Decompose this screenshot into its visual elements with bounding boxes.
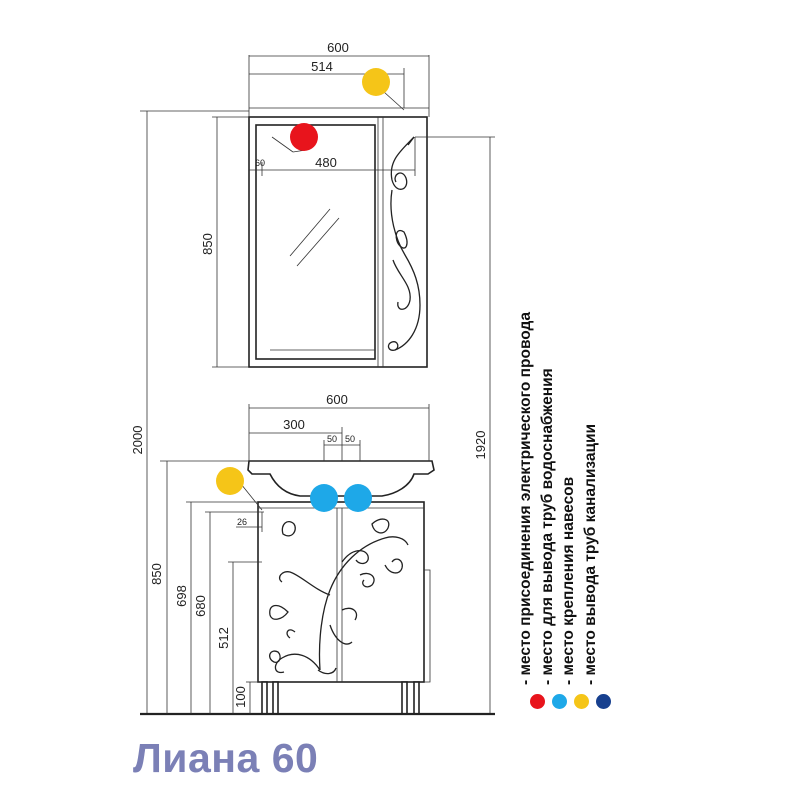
vanity-body <box>257 501 425 683</box>
water-marker-dot <box>310 484 338 512</box>
dim-pipe-offset-right: 50 <box>345 434 355 444</box>
connection-markers <box>216 68 390 512</box>
water-marker-dot <box>344 484 372 512</box>
vanity-leg <box>413 681 420 715</box>
navy-dot-icon <box>596 694 611 709</box>
dim-mirror-width-514: 514 <box>311 59 333 74</box>
mirror-panel <box>255 124 376 360</box>
legend-label-water: - место для вывода труб водоснабжения <box>538 368 556 685</box>
legend-label-electric: - место присоединения электрического про… <box>517 312 534 685</box>
dim-mirror-width-480: 480 <box>315 155 337 170</box>
vanity-dimensions: 600 300 50 50 850 698 680 512 100 26 <box>149 392 430 714</box>
mount-marker-dot <box>216 467 244 495</box>
dim-vanity-width-600: 600 <box>326 392 348 407</box>
dim-vanity-height-698: 698 <box>174 585 189 607</box>
mirror-vine-ornament <box>387 136 421 351</box>
dim-mirror-offset-60: 60 <box>255 158 265 168</box>
vanity-vine-ornament <box>269 518 409 675</box>
cyan-dot-icon <box>552 694 567 709</box>
dim-vanity-offset-26: 26 <box>237 517 247 527</box>
mirror-cabinet <box>248 107 430 368</box>
glare-line <box>296 217 340 267</box>
total-height-dimensions: 2000 1920 <box>130 110 495 713</box>
washbasin <box>247 460 435 497</box>
dim-vanity-leg-100: 100 <box>233 686 248 708</box>
legend-label-drain: - место вывода труб канализации <box>581 423 599 685</box>
legend-label-mount: - место крепления навесов <box>560 476 577 685</box>
legend-text: - место присоединения электрического про… <box>515 145 665 685</box>
vanity-cabinet <box>140 460 495 716</box>
glare-line <box>289 208 331 257</box>
dim-vanity-height-680: 680 <box>193 595 208 617</box>
dim-vanity-height-850: 850 <box>149 563 164 585</box>
vanity-leg <box>272 681 279 715</box>
dim-total-height-2000: 2000 <box>130 426 145 455</box>
dim-pipe-offset-left: 50 <box>327 434 337 444</box>
electric-marker-dot <box>290 123 318 151</box>
dim-total-height-1920: 1920 <box>473 431 488 460</box>
vanity-leg <box>401 681 408 715</box>
legend: - место присоединения электрического про… <box>488 180 648 720</box>
legend-dots <box>530 694 630 714</box>
dim-mirror-width-600: 600 <box>327 40 349 55</box>
yellow-dot-icon <box>574 694 589 709</box>
red-dot-icon <box>530 694 545 709</box>
dim-vanity-half-300: 300 <box>283 417 305 432</box>
mount-marker-dot <box>362 68 390 96</box>
dim-mirror-height-850: 850 <box>200 233 215 255</box>
vanity-leg <box>261 681 268 715</box>
product-title: Лиана 60 <box>133 735 319 781</box>
dim-vanity-height-512: 512 <box>216 627 231 649</box>
